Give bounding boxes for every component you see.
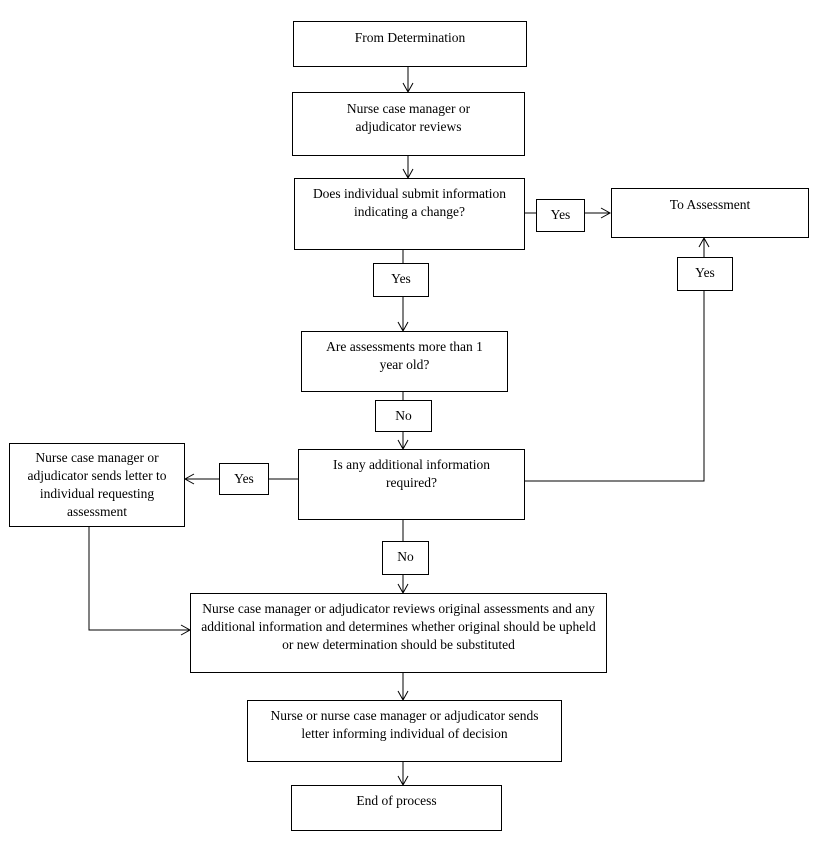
node-submit-change: Does individual submit information indic…	[294, 178, 525, 250]
node-review: Nurse case manager or adjudicator review…	[292, 92, 525, 156]
node-send-letter: Nurse case manager or adjudicator sends …	[9, 443, 185, 527]
node-end: End of process	[291, 785, 502, 831]
connector-additional-assessment	[525, 238, 705, 482]
node-to-assessment: To Assessment	[611, 188, 809, 238]
connector-letter-original	[88, 527, 190, 631]
node-from-determination: From Determination	[293, 21, 527, 67]
arrowhead	[600, 207, 612, 219]
arrowhead	[183, 473, 195, 485]
edge-label-old-down: No	[375, 400, 432, 432]
edge-label-submit-down: Yes	[373, 263, 429, 297]
node-review-original: Nurse case manager or adjudicator review…	[190, 593, 607, 673]
node-assessments-old: Are assessments more than 1 year old?	[301, 331, 508, 392]
edge-label-additional-down: No	[382, 541, 429, 575]
edge-label-additional-to-letter: Yes	[219, 463, 269, 495]
arrowhead	[698, 236, 710, 248]
edge-label-submit-to-assessment: Yes	[536, 199, 585, 232]
node-additional-info: Is any additional information required?	[298, 449, 525, 520]
node-inform-decision: Nurse or nurse case manager or adjudicat…	[247, 700, 562, 762]
edge-label-additional-to-assessment: Yes	[677, 257, 733, 291]
